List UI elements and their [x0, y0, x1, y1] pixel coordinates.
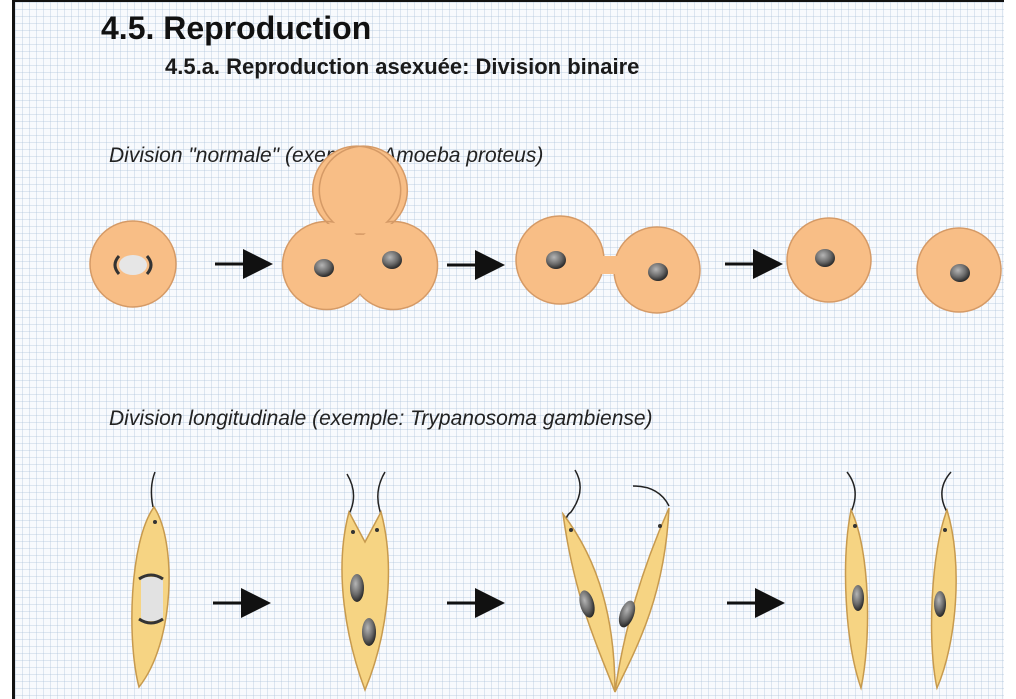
slide: 4.5. Reproduction 4.5.a. Reproduction as… — [12, 0, 1004, 699]
amoeba-stage-3 — [516, 216, 700, 313]
trypanosome-stage-3 — [563, 470, 669, 692]
trypanosome-daughter-2 — [932, 472, 957, 688]
amoeba-stage-2 — [282, 146, 437, 309]
trypanosome-daughter-1 — [846, 472, 868, 688]
trypanosome-stage-2 — [342, 472, 388, 690]
trypanosome-stage-1 — [132, 472, 169, 687]
amoeba-stage-1 — [90, 221, 176, 307]
division-diagram — [15, 2, 1004, 699]
amoeba-daughter-2 — [917, 228, 1001, 312]
amoeba-daughter-1 — [787, 218, 871, 302]
